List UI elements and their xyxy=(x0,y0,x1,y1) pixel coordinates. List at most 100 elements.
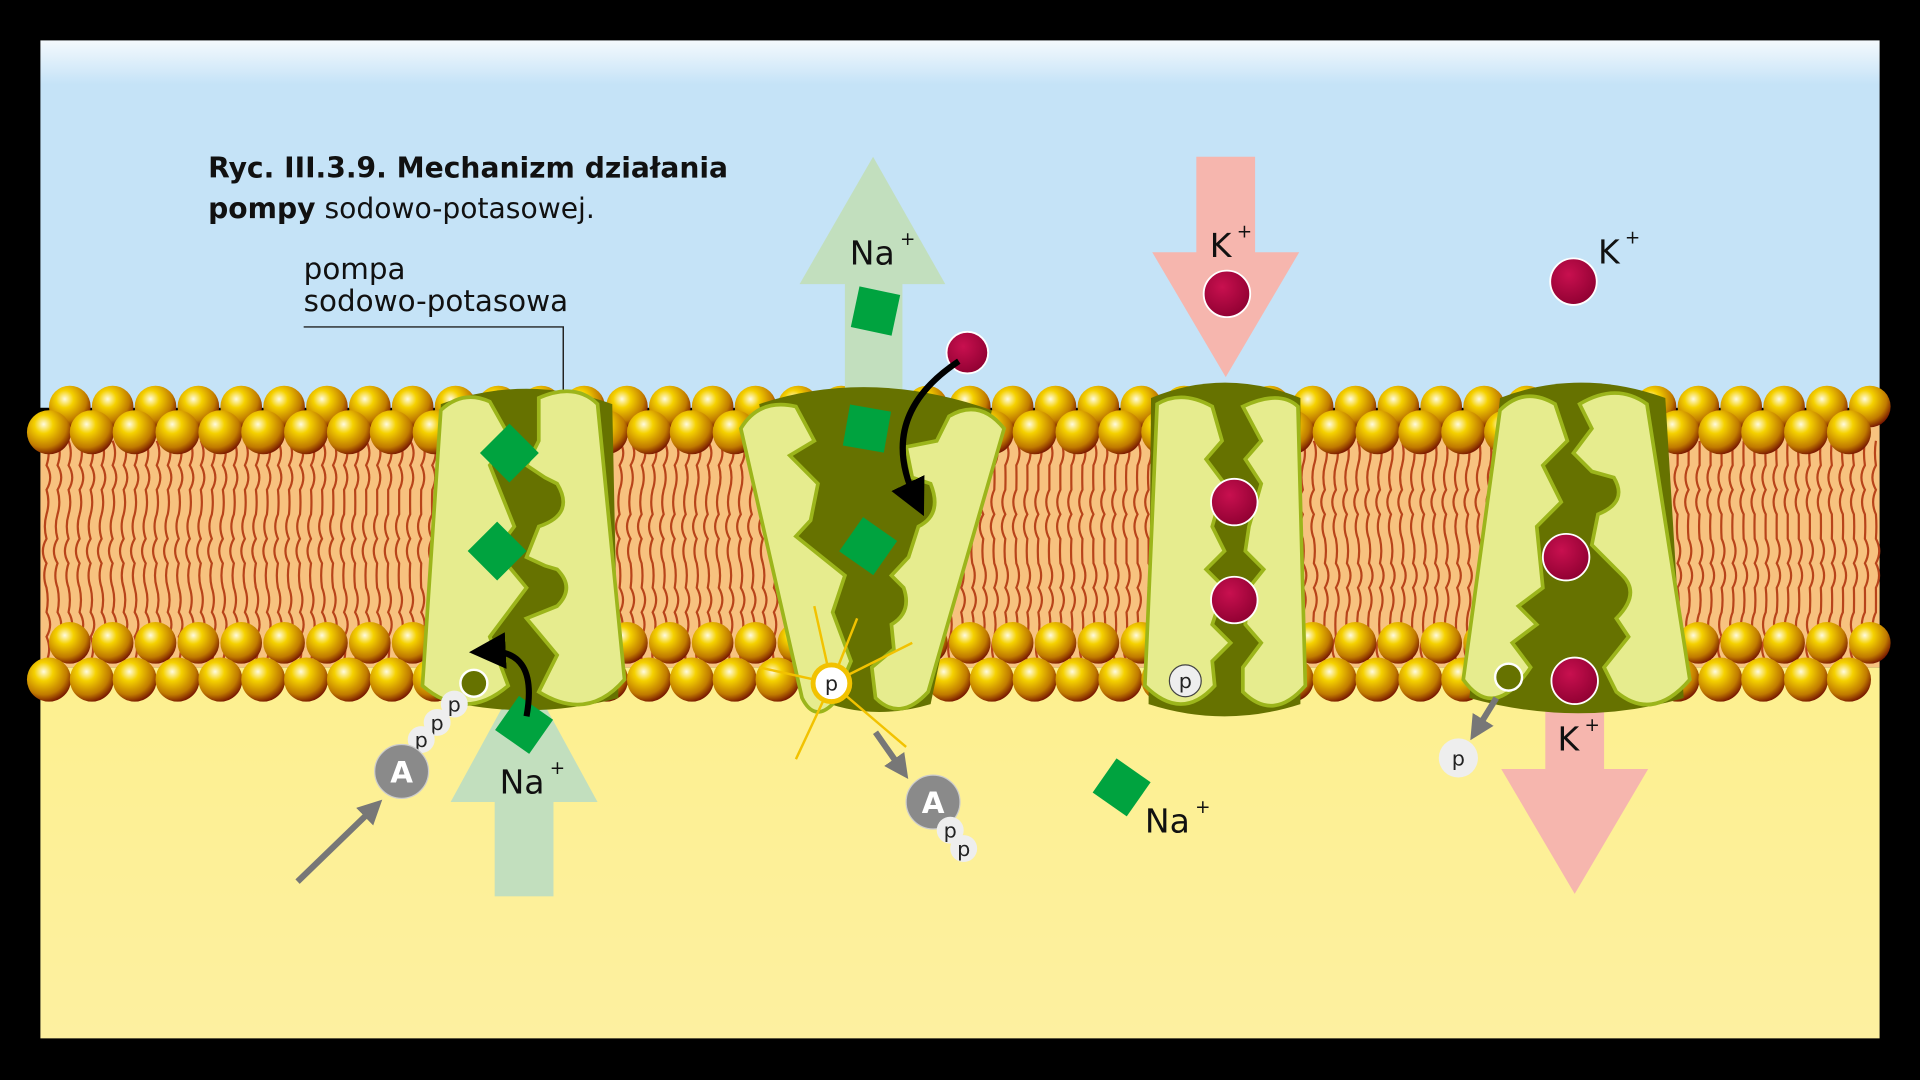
lipid-tail xyxy=(383,440,393,662)
lipid-tail xyxy=(989,440,999,662)
lipid-tail xyxy=(1364,440,1374,662)
potassium-ion xyxy=(1550,656,1599,705)
lipid-head xyxy=(155,410,200,455)
svg-text:p: p xyxy=(1452,746,1465,770)
lipid-tail xyxy=(350,440,360,662)
pump-state-1 xyxy=(420,388,627,711)
svg-text:K: K xyxy=(1210,226,1233,265)
lipid-head xyxy=(626,410,672,455)
sodium-ions xyxy=(467,286,1151,817)
k-label-bottom: K+ xyxy=(1558,715,1600,759)
na-out-arrow xyxy=(799,156,946,398)
lipid-head xyxy=(1441,410,1486,455)
lipid-tail xyxy=(1805,440,1815,662)
lipid-tail xyxy=(1794,440,1804,662)
svg-text:p: p xyxy=(415,728,428,752)
potassium-ion xyxy=(1210,575,1259,625)
lipid-tail xyxy=(1375,440,1385,662)
lipid-tail xyxy=(680,440,691,662)
lipid-tail xyxy=(1463,440,1473,662)
lipid-tail xyxy=(1078,440,1088,662)
lipid-tail xyxy=(339,440,349,662)
sodium-ion xyxy=(1092,758,1151,817)
sodium-ion xyxy=(850,286,901,336)
lipid-tail xyxy=(74,440,85,662)
svg-text:K: K xyxy=(1598,232,1621,271)
lipid-tail xyxy=(1452,440,1462,662)
lipid-tail xyxy=(1761,440,1771,662)
figure-title-line2: pompy sodowo-potasowej. xyxy=(208,192,595,225)
lipid-head xyxy=(712,657,757,702)
phosphorylation-burst xyxy=(758,605,913,760)
na-label-bottom: Na+ xyxy=(500,758,566,802)
lipid-head xyxy=(1077,622,1120,664)
lipid-tail xyxy=(372,440,382,662)
lipid-head xyxy=(369,657,414,702)
lipid-head xyxy=(1098,657,1143,702)
lipid-head xyxy=(48,622,91,664)
sodium-ion xyxy=(495,695,554,754)
lipid-tail xyxy=(162,440,173,662)
potassium-ion xyxy=(1202,269,1252,319)
lipid-head xyxy=(1741,657,1786,702)
released-phosphate: p xyxy=(1438,738,1478,778)
lipid-tail xyxy=(647,440,658,662)
lipid-head xyxy=(1784,410,1829,455)
lipid-head xyxy=(1355,657,1400,702)
na-label-top: Na+ xyxy=(850,229,916,273)
lipid-tail xyxy=(1683,440,1694,662)
arrow-icon xyxy=(1470,696,1499,741)
lipid-tail xyxy=(636,440,647,662)
svg-text:p: p xyxy=(957,837,970,861)
lipid-tail xyxy=(1772,440,1782,662)
svg-text:p: p xyxy=(944,819,957,843)
lipid-head xyxy=(1034,622,1077,664)
lipid-tail xyxy=(394,440,404,662)
potassium-ion xyxy=(1549,257,1598,306)
lipid-head xyxy=(198,410,243,455)
lipid-tail xyxy=(118,440,129,662)
lipid-head xyxy=(112,657,157,702)
lipid-head xyxy=(1098,410,1143,455)
lipid-tail xyxy=(1750,440,1760,662)
svg-text:+: + xyxy=(1584,715,1599,736)
svg-text:K: K xyxy=(1558,720,1581,759)
lipid-head xyxy=(177,622,220,664)
lipid-tail xyxy=(262,440,272,662)
lipid-tail xyxy=(295,440,305,662)
adp-molecule: A p p xyxy=(905,774,978,863)
lipid-tail xyxy=(1849,440,1859,662)
lipid-head xyxy=(1312,410,1357,455)
lipid-head xyxy=(69,410,114,455)
sodium-ion xyxy=(479,423,539,483)
lipid-head xyxy=(112,410,157,455)
lipid-head xyxy=(326,657,372,702)
lipid-head xyxy=(1312,657,1357,702)
potassium-ions xyxy=(945,257,1599,705)
phosphate-site xyxy=(459,668,489,698)
svg-text:p: p xyxy=(1179,669,1192,693)
lipid-head xyxy=(1784,657,1829,702)
lipid-head xyxy=(1698,410,1743,455)
lipid-head xyxy=(648,622,691,664)
lipid-head xyxy=(691,622,734,664)
svg-text:Na: Na xyxy=(1145,802,1190,841)
sodium-ion xyxy=(839,517,898,576)
lipid-head xyxy=(263,622,305,664)
lipid-head xyxy=(669,657,714,702)
lipid-tail xyxy=(218,440,228,662)
lipid-head xyxy=(1012,410,1057,455)
lipid-tail xyxy=(251,440,261,662)
lipid-head xyxy=(1741,410,1786,455)
lipid-head xyxy=(1720,622,1763,664)
lipid-tail xyxy=(1067,440,1077,662)
svg-text:Na: Na xyxy=(850,233,895,272)
lipid-head xyxy=(626,657,672,702)
lipid-head xyxy=(284,410,329,455)
lipid-head xyxy=(220,622,263,664)
callout-label: pompa xyxy=(304,252,406,286)
svg-text:+: + xyxy=(1237,222,1252,243)
svg-text:A: A xyxy=(922,786,945,820)
lipid-head xyxy=(669,410,714,455)
svg-text:A: A xyxy=(390,755,413,789)
